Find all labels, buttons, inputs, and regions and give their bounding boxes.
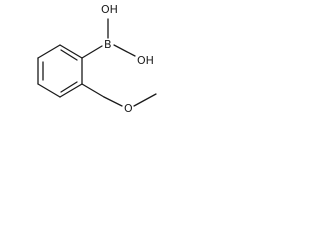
hydroxyl-right-label: OH: [137, 54, 154, 67]
ring-bond-c6-c1: [37, 44, 61, 59]
ring-bond-c2-c3: [37, 83, 61, 98]
ring-bond-c3-c4: [59, 83, 83, 98]
bond-ring-boron: [81, 45, 103, 59]
benzene-ring: [37, 44, 83, 98]
ring-double-bond-inner-top: [60, 49, 78, 61]
boronic-acid-group: B OH OH: [81, 3, 154, 67]
bond-oxygen-methyl: [133, 93, 157, 107]
ring-double-bond-inner-bottom: [60, 81, 78, 93]
chemical-structure: B OH OH O: [37, 3, 157, 115]
ether-oxygen-label: O: [124, 102, 133, 115]
bond-boron-oh-right: [113, 44, 136, 57]
methoxymethyl-group: O: [81, 83, 157, 115]
bond-ch2-oxygen: [103, 96, 123, 107]
boron-atom-label: B: [104, 38, 112, 51]
hydroxyl-top-label: OH: [101, 3, 118, 16]
bond-ring-ch2: [81, 83, 105, 98]
ring-bond-c5-c6: [59, 44, 83, 59]
